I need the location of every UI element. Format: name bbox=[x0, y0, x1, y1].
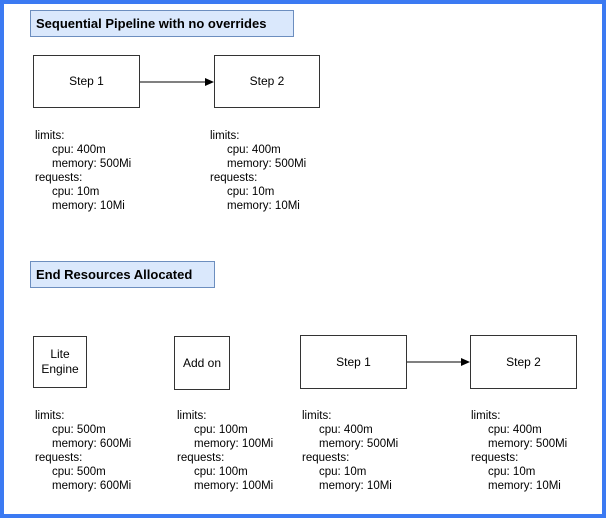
node-step1-bottom: Step 1 bbox=[300, 335, 407, 389]
node-step2-top-label: Step 2 bbox=[249, 74, 285, 88]
resource-line: limits: bbox=[471, 410, 501, 422]
resource-line: cpu: 10m bbox=[488, 466, 536, 478]
resource-line: memory: 10Mi bbox=[227, 200, 300, 212]
resource-line: memory: 500Mi bbox=[319, 438, 399, 450]
resource-line: limits: bbox=[302, 410, 332, 422]
node-step2-bottom-label: Step 2 bbox=[506, 354, 541, 369]
resource-line: memory: 500Mi bbox=[52, 158, 132, 170]
node-step2-top: Step 2 bbox=[214, 55, 320, 108]
resource-line: memory: 600Mi bbox=[52, 480, 132, 492]
node-step1-top-label: Step 1 bbox=[69, 74, 104, 88]
arrow-step1-to-step2-bottom bbox=[407, 358, 470, 366]
resource-line: limits: bbox=[210, 130, 240, 142]
resource-line: cpu: 100m bbox=[194, 424, 248, 436]
resource-line: cpu: 400m bbox=[227, 144, 281, 156]
section-title-sequential-pipeline: Sequential Pipeline with no overrides bbox=[30, 10, 294, 37]
node-add-on: Add on bbox=[174, 336, 230, 390]
resources-lite-engine: limits: cpu: 500m memory: 600Mi requests… bbox=[35, 409, 131, 493]
node-step2-bottom: Step 2 bbox=[470, 335, 577, 389]
resource-line: memory: 10Mi bbox=[319, 480, 392, 492]
resources-step2-bottom: limits: cpu: 400m memory: 500Mi requests… bbox=[471, 409, 567, 493]
resource-line: memory: 100Mi bbox=[194, 438, 274, 450]
resource-line: cpu: 400m bbox=[52, 144, 106, 156]
arrow-step1-to-step2-top bbox=[140, 78, 214, 86]
node-lite-engine: Lite Engine bbox=[33, 336, 87, 388]
node-step1-bottom-label: Step 1 bbox=[336, 354, 371, 369]
resource-line: requests: bbox=[35, 452, 83, 464]
resource-line: cpu: 500m bbox=[52, 466, 106, 478]
resource-line: cpu: 10m bbox=[227, 186, 275, 198]
resources-add-on: limits: cpu: 100m memory: 100Mi requests… bbox=[177, 409, 273, 493]
resource-line: requests: bbox=[302, 452, 350, 464]
resource-line: cpu: 400m bbox=[319, 424, 373, 436]
node-step1-top: Step 1 bbox=[33, 55, 140, 108]
resource-line: limits: bbox=[35, 410, 65, 422]
resources-step1-bottom: limits: cpu: 400m memory: 500Mi requests… bbox=[302, 409, 398, 493]
node-add-on-label: Add on bbox=[182, 355, 222, 370]
resources-step2-top: limits: cpu: 400m memory: 500Mi requests… bbox=[210, 129, 306, 213]
resource-line: requests: bbox=[210, 172, 258, 184]
resource-line: limits: bbox=[177, 410, 207, 422]
resource-line: memory: 600Mi bbox=[52, 438, 132, 450]
resource-line: memory: 500Mi bbox=[227, 158, 307, 170]
section-title-end-resources: End Resources Allocated bbox=[30, 261, 215, 288]
resource-line: requests: bbox=[35, 172, 83, 184]
resource-line: cpu: 400m bbox=[488, 424, 542, 436]
resource-line: cpu: 10m bbox=[52, 186, 100, 198]
resource-line: cpu: 10m bbox=[319, 466, 367, 478]
resource-line: memory: 500Mi bbox=[488, 438, 568, 450]
resource-line: memory: 10Mi bbox=[52, 200, 125, 212]
resource-line: requests: bbox=[471, 452, 519, 464]
resource-line: requests: bbox=[177, 452, 225, 464]
resource-line: memory: 10Mi bbox=[488, 480, 561, 492]
resource-line: cpu: 500m bbox=[52, 424, 106, 436]
resource-line: memory: 100Mi bbox=[194, 480, 274, 492]
node-lite-engine-label: Lite Engine bbox=[41, 347, 79, 376]
resources-step1-top: limits: cpu: 400m memory: 500Mi requests… bbox=[35, 129, 131, 213]
resource-line: limits: bbox=[35, 130, 65, 142]
resource-line: cpu: 100m bbox=[194, 466, 248, 478]
